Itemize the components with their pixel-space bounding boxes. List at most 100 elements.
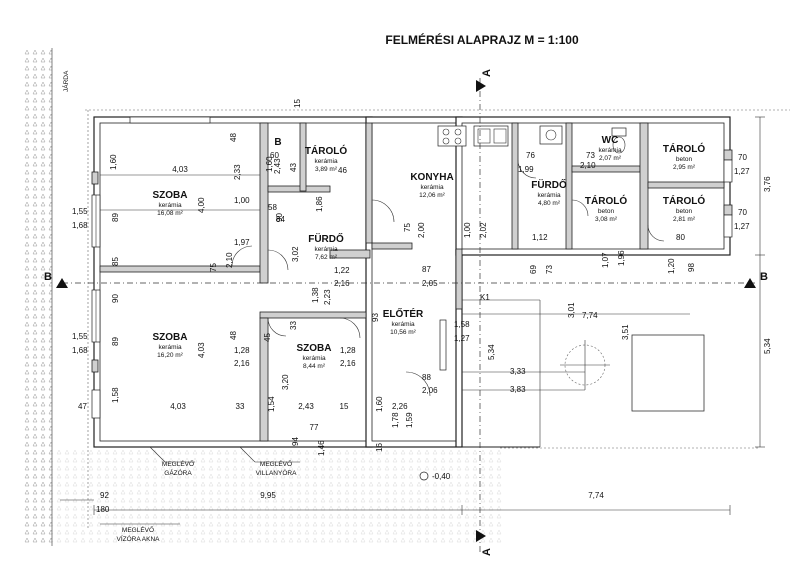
dim-text: 4,00 xyxy=(197,197,206,213)
vizora-label-line1: MEGLÉVŐ xyxy=(122,525,154,534)
utility-leader-lines xyxy=(100,446,300,525)
washbasin-icon xyxy=(539,125,563,145)
dim-text: 89 xyxy=(111,337,120,346)
gazora-label-line2: GÁZÓRA xyxy=(164,468,192,477)
room-tarolo-b-name: TÁROLÓ xyxy=(585,194,627,207)
villanyora-label-line2: VILLANYÓRA xyxy=(256,468,297,477)
dim-text: 73 xyxy=(545,265,554,274)
level-label: -0,40 xyxy=(432,472,451,481)
dim-text: 1,99 xyxy=(518,165,534,174)
dim-text: 180 xyxy=(96,505,110,514)
section-a-top-arrow xyxy=(476,80,486,92)
dim-text: 1,55 xyxy=(72,207,88,216)
dim-text: 1,12 xyxy=(532,233,548,242)
dim-text: 3,76 xyxy=(763,176,772,192)
room-konyha-material: kerámia xyxy=(420,184,444,191)
dim-text: 9,95 xyxy=(260,491,276,500)
dim-text: 1,58 xyxy=(454,320,470,329)
dim-text: 58 xyxy=(268,203,277,212)
dim-text: 2,06 xyxy=(422,386,438,395)
dim-text: 76 xyxy=(526,151,535,160)
dim-text: 1,68 xyxy=(72,221,88,230)
dimension-texts: 4,03 48 1,60 2,33 4,00 1,55 1,68 89 85 9… xyxy=(72,99,772,514)
dim-text: 87 xyxy=(422,265,431,274)
room-tarolo-c-name: TÁROLÓ xyxy=(663,142,705,155)
dim-text: 5,34 xyxy=(487,344,496,360)
dim-text: 3,20 xyxy=(281,374,290,390)
dim-text: 1,20 xyxy=(667,258,676,274)
dim-text: 1,27 xyxy=(734,167,750,176)
street-label: JÁRDA xyxy=(61,70,70,92)
room-szoba-2-material: kerámia xyxy=(158,344,182,351)
dim-text: 70 xyxy=(738,208,747,217)
dim-text: 4,03 xyxy=(170,402,186,411)
kitchen-stove-icon xyxy=(437,125,467,147)
section-b-left-arrow xyxy=(56,278,68,288)
dim-text: 3,83 xyxy=(510,385,526,394)
dim-text: 5,34 xyxy=(763,338,772,354)
dim-text: 1,46 xyxy=(317,440,326,456)
wc-toilet-icon xyxy=(611,127,627,154)
dim-text: 33 xyxy=(289,321,298,330)
dim-text: 1,38 xyxy=(311,287,320,303)
dim-text: 1,96 xyxy=(617,250,626,266)
dim-text: 45 xyxy=(263,333,272,342)
dim-text: 75 xyxy=(209,263,218,272)
dim-text: 2,02 xyxy=(479,222,488,238)
dim-text: 69 xyxy=(529,265,538,274)
dim-text: 2,43 xyxy=(273,158,282,174)
room-tarolo-d-name: TÁROLÓ xyxy=(663,194,705,207)
dim-text: 60 xyxy=(270,151,279,160)
section-b-left-label: B xyxy=(44,271,52,283)
room-szoba-3-area: 8,44 m² xyxy=(303,363,326,370)
dim-text: 2,33 xyxy=(233,164,242,180)
dim-text: 2,00 xyxy=(417,222,426,238)
section-a-bottom-label: A xyxy=(481,548,493,556)
room-furdo-1-name: FÜRDŐ xyxy=(308,232,344,245)
dim-text: 2,43 xyxy=(298,402,314,411)
room-furdo-1-area: 7,62 m² xyxy=(315,254,338,261)
room-szoba-2-area: 16,20 m² xyxy=(157,352,183,359)
room-eloter-name: ELŐTÉR xyxy=(383,307,424,320)
dim-text: 2,26 xyxy=(392,402,408,411)
dim-text: 1,86 xyxy=(315,196,324,212)
dim-text: 1,60 xyxy=(109,154,118,170)
room-szoba-1-name: SZOBA xyxy=(153,190,188,201)
dim-text: 1,28 xyxy=(340,346,356,355)
dim-text: 7,74 xyxy=(582,311,598,320)
section-a-bottom-arrow xyxy=(476,530,486,542)
dim-text: 1,00 xyxy=(234,196,250,205)
dim-text: 2,10 xyxy=(580,161,596,170)
room-tarolo-c-material: beton xyxy=(676,156,693,163)
dim-text: 1,27 xyxy=(454,334,470,343)
room-tarolo-a-material: kerámia xyxy=(314,158,338,165)
dim-text: 1,59 xyxy=(405,412,414,428)
room-tarolo-a-area: 3,89 m² xyxy=(315,166,338,173)
dim-text: 89 xyxy=(111,213,120,222)
dim-text: 4,03 xyxy=(197,342,206,358)
door-swings xyxy=(231,159,665,397)
dim-text: 48 xyxy=(229,133,238,142)
dim-text: 1,28 xyxy=(234,346,250,355)
dim-text: 1,58 xyxy=(111,387,120,403)
dim-text: 85 xyxy=(111,257,120,266)
dim-text: 3,33 xyxy=(510,367,526,376)
room-tarolo-d-area: 2,81 m² xyxy=(673,216,696,223)
dim-text: 15 xyxy=(293,99,302,108)
room-szoba-1-area: 16,08 m² xyxy=(157,210,183,217)
dim-text: 2,23 xyxy=(323,289,332,305)
dim-text: 3,01 xyxy=(567,302,576,318)
dim-text: 47 xyxy=(78,402,87,411)
windows xyxy=(91,116,733,419)
dim-text: 1,07 xyxy=(601,252,610,268)
room-tarolo-b-area: 3,08 m² xyxy=(595,216,618,223)
dim-text: 15 xyxy=(340,402,349,411)
room-szoba-1-material: kerámia xyxy=(158,202,182,209)
room-furdo-2-area: 4,80 m² xyxy=(538,200,561,207)
gazora-label-line1: MEGLÉVŐ xyxy=(162,459,194,468)
dim-text: 1,60 xyxy=(265,156,274,172)
dim-text: 1,68 xyxy=(72,346,88,355)
dim-text: 43 xyxy=(289,163,298,172)
kitchen-sink-icon xyxy=(473,125,509,147)
dim-text: 1,22 xyxy=(334,266,350,275)
